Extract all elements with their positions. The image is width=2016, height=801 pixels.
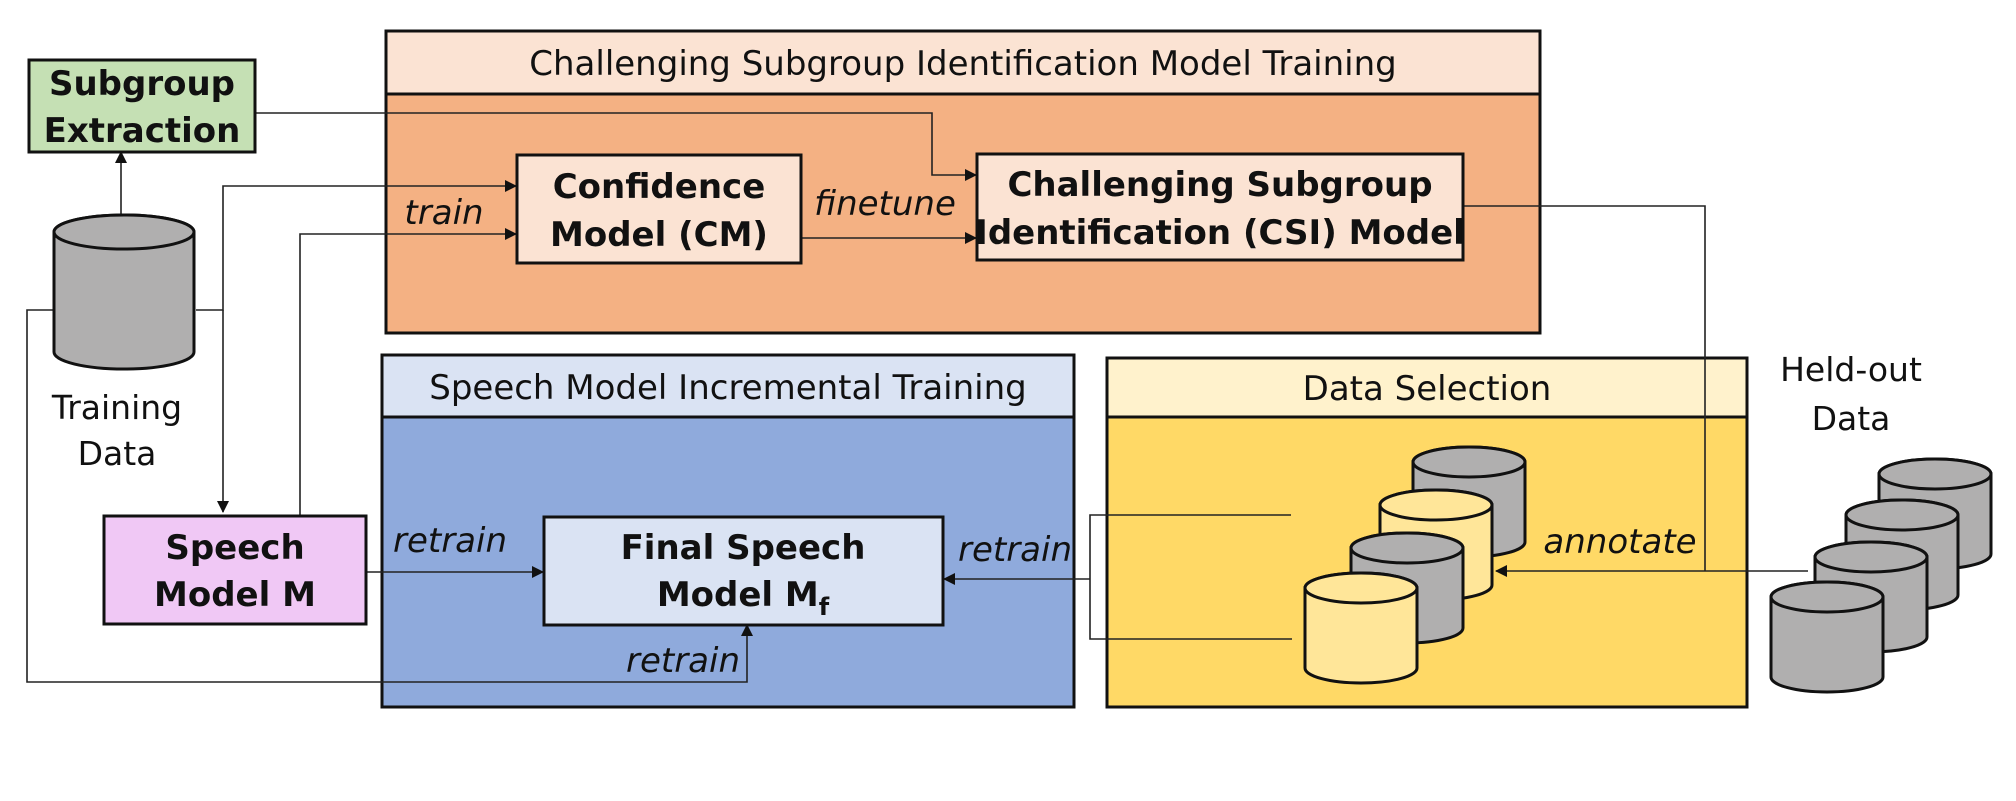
panel-speech-training-title: Speech Model Incremental Training	[429, 368, 1027, 408]
label-retrain-selection: retrain	[958, 530, 1072, 570]
confidence-model-line1: Confidence	[553, 167, 766, 207]
heldout-data-label-line2: Data	[1812, 399, 1891, 438]
heldout-database-icon	[1769, 580, 1885, 694]
subgroup-extraction-line1: Subgroup	[49, 64, 235, 104]
training-data-database-icon	[52, 213, 196, 371]
csi-model-line1: Challenging Subgroup	[1007, 165, 1432, 205]
label-finetune: finetune	[814, 184, 956, 224]
node-confidence-model: Confidence Model (CM)	[515, 153, 803, 265]
confidence-model-line2: Model (CM)	[550, 215, 768, 255]
arrow-training-to-cm	[196, 180, 517, 311]
training-data-label-line2: Data	[78, 434, 157, 473]
csi-model-line2: Identification (CSI) Model	[975, 213, 1465, 253]
training-data-label-line1: Training	[51, 388, 182, 427]
connector-selection-bracket	[1089, 514, 1292, 640]
edge-labels: train finetune retrain retrain retrain a…	[393, 184, 1697, 681]
label-train: train	[404, 193, 483, 233]
speech-model-box	[102, 514, 368, 626]
node-csi-model: Challenging Subgroup Identification (CSI…	[975, 152, 1465, 262]
panel-csi-training-title: Challenging Subgroup Identification Mode…	[529, 44, 1397, 84]
csi-model-box	[975, 152, 1465, 262]
heldout-data-stack	[1769, 457, 1993, 694]
speech-model-line1: Speech	[165, 528, 304, 568]
heldout-data-label-line1: Held-out	[1780, 350, 1922, 389]
node-speech-model: Speech Model M	[102, 514, 368, 626]
node-final-speech-model: Final Speech Model Mf	[542, 515, 945, 627]
selected-database-icon	[1303, 571, 1419, 685]
subgroup-extraction-box	[27, 58, 257, 154]
label-retrain-training: retrain	[626, 641, 740, 681]
final-speech-model-line1: Final Speech	[621, 528, 866, 568]
node-subgroup-extraction: Subgroup Extraction	[27, 58, 257, 154]
final-speech-model-line2: Model Mf	[657, 575, 830, 621]
label-retrain-speech: retrain	[393, 521, 507, 561]
final-speech-model-subscript: f	[819, 593, 830, 621]
connector-csi-to-annotate	[1464, 205, 1706, 571]
final-speech-model-box	[542, 515, 945, 627]
final-speech-model-name: Model M	[657, 575, 819, 615]
panel-data-selection-title: Data Selection	[1303, 369, 1552, 409]
connectors	[26, 112, 1808, 683]
label-annotate: annotate	[1543, 522, 1696, 562]
speech-model-line2: Model M	[154, 575, 316, 615]
arrow-training-to-final	[26, 309, 753, 683]
arrow-subgroup-to-csi	[255, 112, 977, 181]
selected-data-stack	[1303, 445, 1527, 685]
confidence-model-box	[515, 153, 803, 265]
arrow-speech-to-cm	[299, 228, 517, 515]
subgroup-extraction-line2: Extraction	[44, 111, 241, 151]
panel-speech-training-header	[380, 353, 1076, 419]
panel-data-selection-header	[1105, 356, 1749, 419]
panel-csi-training-header	[384, 29, 1542, 96]
